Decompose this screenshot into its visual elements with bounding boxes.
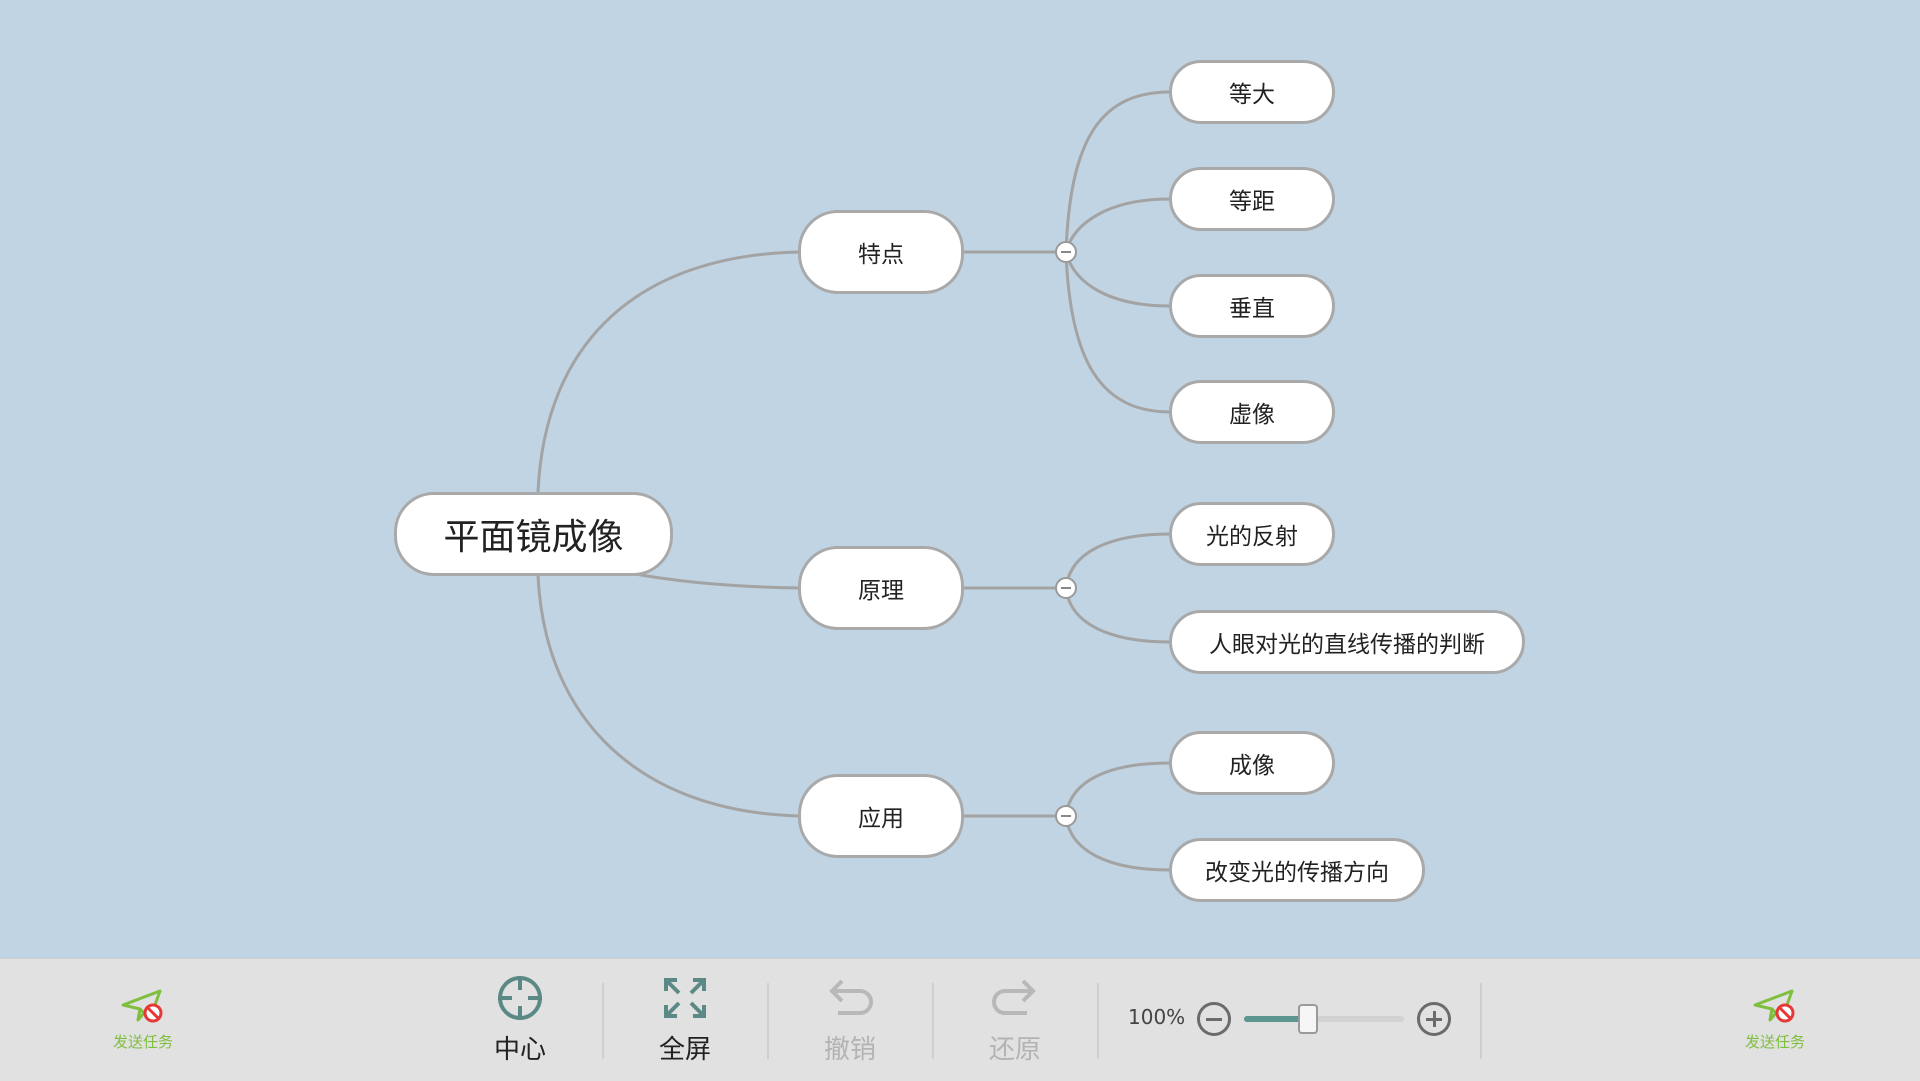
fullscreen-label: 全屏 <box>658 1035 711 1065</box>
center-button[interactable]: 中心 <box>460 973 580 1066</box>
undo-label: 撤销 <box>823 1035 876 1065</box>
redo-button[interactable]: 还原 <box>955 973 1075 1066</box>
expand-arrows-icon <box>664 978 706 1018</box>
zoom-slider-fill <box>1244 1016 1308 1022</box>
leaf-node-renyan[interactable]: 人眼对光的直线传播的判断 <box>1169 610 1525 674</box>
link-leaf-dengju <box>1064 197 1171 253</box>
zoom-slider-handle[interactable] <box>1298 1004 1318 1034</box>
leaf-node-chuizhi[interactable]: 垂直 <box>1169 274 1335 338</box>
link-root-yuanli <box>634 572 801 590</box>
leaf-node-xuxiang[interactable]: 虚像 <box>1169 380 1335 444</box>
zoom-out-button[interactable] <box>1197 1002 1231 1036</box>
undo-arrow-icon <box>829 979 873 1015</box>
leaf-node-chengxiang[interactable]: 成像 <box>1169 731 1335 795</box>
zoom-percentage: 100% <box>1128 1005 1186 1029</box>
undo-button[interactable]: 撤销 <box>790 973 910 1066</box>
toolbar-separator <box>767 983 769 1059</box>
zoom-slider[interactable] <box>1244 1004 1404 1034</box>
link-leaf-renyan <box>1064 587 1171 644</box>
link-leaf-guangdefanshe <box>1064 532 1171 589</box>
link-leaf-gaibian <box>1064 815 1171 872</box>
plus-circle-icon-vertical <box>1432 1011 1436 1027</box>
minus-circle-icon <box>1206 1017 1222 1021</box>
leaf-node-guangdefanshe[interactable]: 光的反射 <box>1169 502 1335 566</box>
send-task-button-right[interactable]: 发送任务 <box>1725 987 1825 1052</box>
link-root-yingyong <box>536 575 801 818</box>
zoom-in-button[interactable] <box>1417 1002 1451 1036</box>
crosshair-icon <box>498 976 542 1020</box>
bottom-toolbar: 发送任务 中心 全屏 撤销 <box>0 958 1920 1081</box>
mindmap-links <box>536 90 1171 872</box>
branch-node-yingyong[interactable]: 应用 <box>798 774 964 858</box>
center-label: 中心 <box>493 1035 546 1065</box>
branch-node-tedian[interactable]: 特点 <box>798 210 964 294</box>
paper-plane-no-icon <box>121 989 163 1023</box>
link-leaf-chengxiang <box>1064 761 1171 817</box>
paper-plane-no-icon <box>1753 989 1795 1023</box>
collapse-button-tedian[interactable] <box>1055 241 1077 263</box>
link-leaf-dengda <box>1064 90 1171 253</box>
send-task-label-left: 发送任务 <box>112 1033 173 1051</box>
toolbar-separator <box>602 983 604 1059</box>
collapse-button-yingyong[interactable] <box>1055 805 1077 827</box>
toolbar-separator <box>932 983 934 1059</box>
collapse-button-yuanli[interactable] <box>1055 577 1077 599</box>
leaf-node-dengju[interactable]: 等距 <box>1169 167 1335 231</box>
redo-label: 还原 <box>988 1035 1041 1065</box>
toolbar-separator <box>1097 983 1099 1059</box>
link-leaf-xuxiang <box>1064 251 1171 414</box>
link-leaf-chuizhi <box>1064 251 1171 308</box>
mindmap-root-node[interactable]: 平面镜成像 <box>394 492 673 576</box>
branch-node-yuanli[interactable]: 原理 <box>798 546 964 630</box>
leaf-node-dengda[interactable]: 等大 <box>1169 60 1335 124</box>
toolbar-separator <box>1480 983 1482 1059</box>
send-task-button-left[interactable]: 发送任务 <box>93 987 193 1052</box>
send-task-label-right: 发送任务 <box>1744 1033 1805 1051</box>
redo-arrow-icon <box>992 979 1036 1015</box>
link-root-tedian <box>536 250 801 493</box>
fullscreen-button[interactable]: 全屏 <box>625 973 745 1066</box>
mindmap-canvas[interactable]: 平面镜成像 特点 原理 应用 等大 等距 垂直 虚像 光的反射 人眼对光的直线传… <box>0 0 1920 958</box>
leaf-node-gaibian[interactable]: 改变光的传播方向 <box>1169 838 1425 902</box>
